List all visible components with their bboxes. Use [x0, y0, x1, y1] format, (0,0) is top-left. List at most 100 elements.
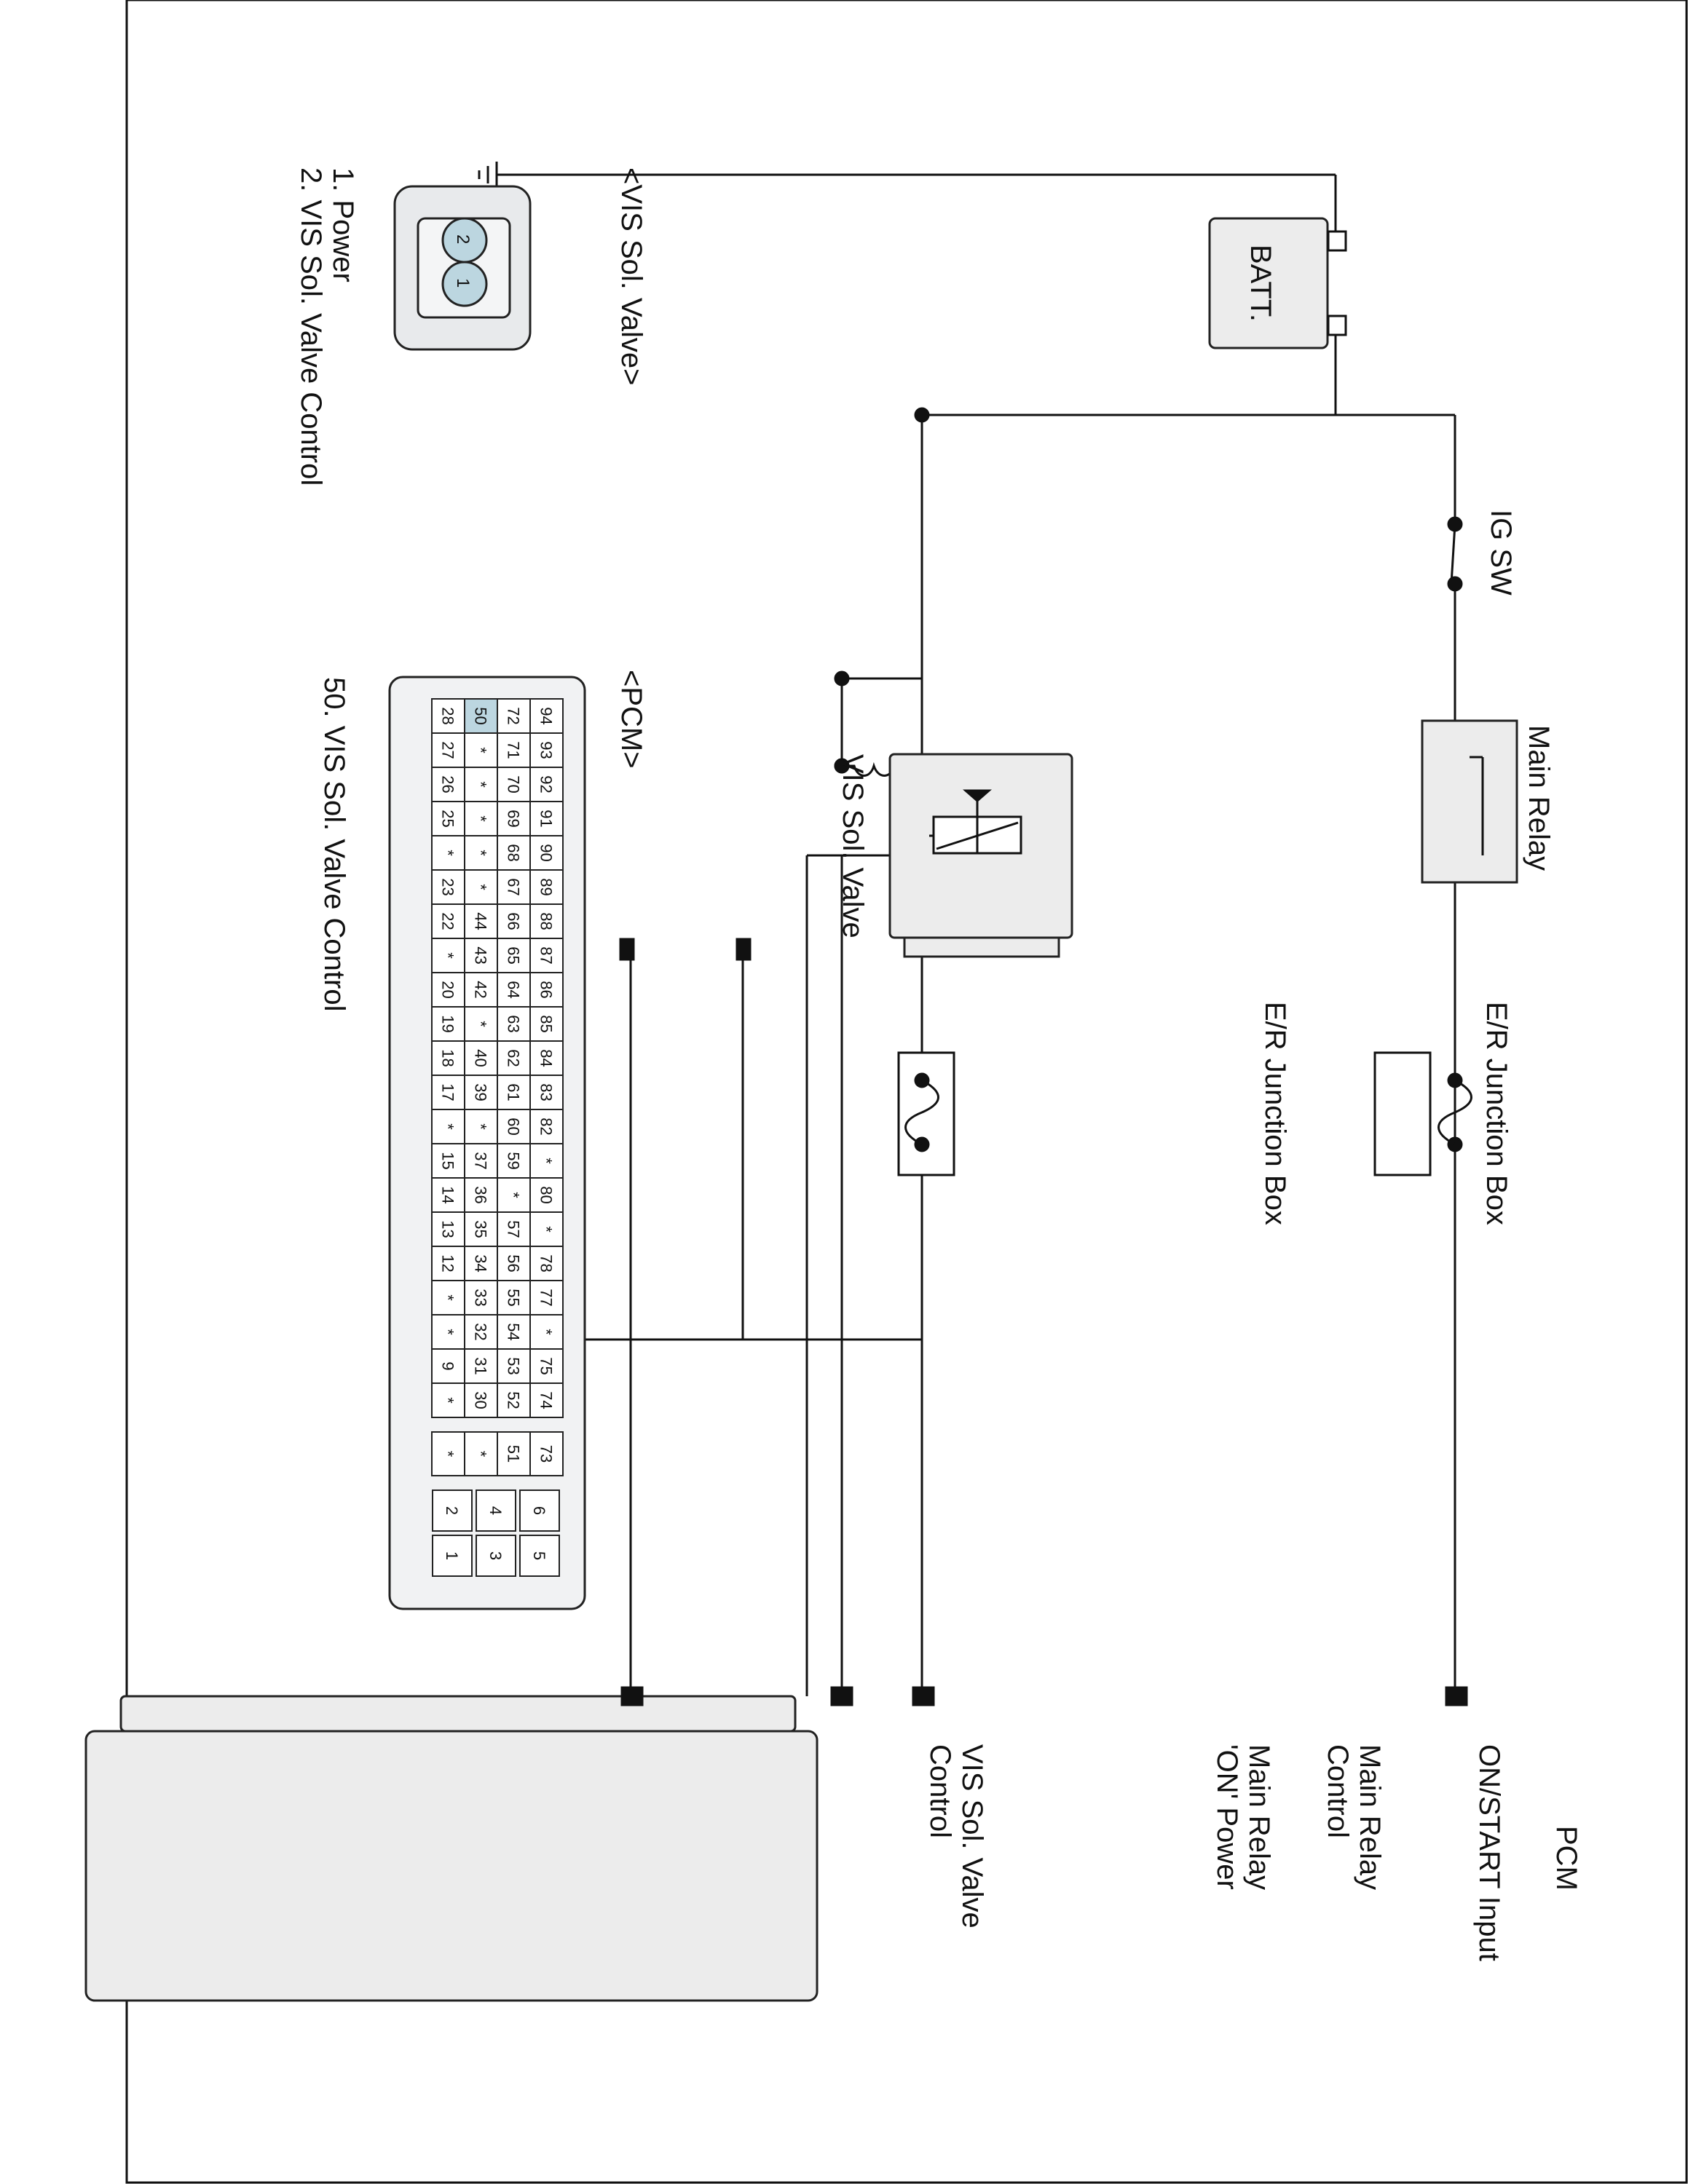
pcm-pin-label: 67 — [505, 878, 523, 895]
pcm-pin-label: 87 — [537, 946, 556, 964]
pcm-pin-label: 75 — [537, 1357, 556, 1374]
pcm-pin-label: * — [472, 884, 490, 890]
pcm-pin-label: 91 — [537, 810, 556, 827]
pcm-pin-label: 44 — [472, 912, 490, 930]
pcm-pin-label: 83 — [537, 1083, 556, 1101]
pcm-terminal-4a: VIS Sol. Valve — [956, 1744, 988, 1928]
batt-label: BATT. — [1245, 245, 1277, 322]
pcm-pin-label: 53 — [505, 1357, 523, 1374]
pcm-pin-label: * — [439, 1123, 457, 1130]
pcm-pin-label: 62 — [505, 1049, 523, 1067]
pcm-pin-label: 12 — [439, 1254, 457, 1272]
pcm-pin-label: 42 — [472, 981, 490, 998]
pcm-pin-label: 13 — [439, 1220, 457, 1238]
pcm-pin-label: 70 — [505, 775, 523, 793]
pcm-side-pin-label: 73 — [537, 1445, 556, 1463]
pcm-legend-1: 50. VIS Sol. Valve Control — [318, 677, 350, 1012]
pcm-terminal-3a: Main Relay — [1243, 1744, 1275, 1890]
pcm-pin-label: 84 — [537, 1049, 556, 1067]
pcm-pin-label: 93 — [537, 741, 556, 759]
valve-pin-label-2: 2 — [453, 234, 473, 244]
pcm-pin-label: 64 — [505, 981, 523, 998]
pcm-pin-label: 31 — [472, 1357, 490, 1374]
pcm-terminal-1: ON/START Input — [1473, 1744, 1505, 1961]
pcm-pin-label: 65 — [505, 946, 523, 964]
pcm-pin-label: * — [537, 1226, 556, 1233]
pcm-pin-label: 32 — [472, 1323, 490, 1340]
pcm-pin-label: 63 — [505, 1015, 523, 1032]
ig-sw-contact-2 — [1447, 576, 1463, 592]
pcm-pin-label: 30 — [472, 1391, 490, 1409]
pcm-pin-label: 28 — [439, 707, 457, 724]
pcm-power-pin-label: 3 — [486, 1551, 505, 1560]
pcm-pin-label: 89 — [537, 878, 556, 895]
pcm-pin-label: 20 — [439, 981, 457, 998]
pcm-pin-label: 50 — [472, 707, 490, 724]
main-relay-label: Main Relay — [1523, 725, 1555, 871]
pcm-pin-label: 18 — [439, 1049, 457, 1067]
vis-valve-label: VIS Sol. Valve — [837, 754, 869, 938]
main-relay-box — [1421, 719, 1518, 884]
pcm-pin-label: 78 — [537, 1254, 556, 1272]
pcm-pin-label: * — [537, 1158, 556, 1164]
pcm-pin-label: 40 — [472, 1049, 490, 1067]
pcm-pin-label: * — [472, 747, 490, 753]
pcm-pin-label: * — [472, 781, 490, 788]
pcm-pin-label: 23 — [439, 878, 457, 895]
pcm-pin-label: * — [472, 815, 490, 822]
pcm-pin-label: 71 — [505, 741, 523, 759]
pcm-side-pin-label: * — [439, 1451, 457, 1457]
pcm-pin-label: * — [505, 1192, 523, 1198]
valve-connector-title: <VIS Sol. Valve> — [615, 167, 647, 385]
pcm-pin-label: * — [537, 1329, 556, 1335]
valve-pin-label-1: 1 — [453, 278, 473, 288]
valve-legend-1: 1. Power — [327, 167, 359, 282]
pcm-pin-label: * — [472, 850, 490, 856]
ig-sw-label: IG SW — [1485, 510, 1517, 596]
pcm-pin-label: 9 — [439, 1361, 457, 1370]
pcm-pin-grid: 94939291908988878685848382*80*7877*75747… — [431, 698, 564, 1577]
pcm-pin-label: 54 — [505, 1323, 523, 1340]
pcm-pin-label: 14 — [439, 1186, 457, 1203]
battery-box — [1208, 217, 1329, 349]
pcm-pin-label: 92 — [537, 775, 556, 793]
pcm-pin-label: * — [472, 1021, 490, 1027]
pcm-pin-label: 35 — [472, 1220, 490, 1238]
pcm-pin-label: 33 — [472, 1289, 490, 1306]
pcm-pin-label: 43 — [472, 946, 490, 964]
pcm-pin-label: 26 — [439, 775, 457, 793]
pcm-pin-label: * — [439, 1329, 457, 1335]
pcm-power-pin-label: 5 — [530, 1551, 548, 1560]
pcm-title: PCM — [1550, 1826, 1582, 1891]
pcm-pin-label: 55 — [505, 1289, 523, 1306]
pcm-pin-label: 72 — [505, 707, 523, 724]
pcm-connector: <PCM> 94939291908988878685848382*80*7877… — [318, 670, 647, 1610]
pcm-power-pin-cell — [432, 1535, 473, 1577]
pcm-pin-label: 25 — [439, 810, 457, 827]
pcm-pin-label: 94 — [537, 707, 556, 724]
valve-connector: <VIS Sol. Valve> 1 2 1. Power 2. VIS Sol… — [295, 167, 647, 486]
ig-sw-contact-1 — [1447, 516, 1463, 532]
pcm-pin-label: 34 — [472, 1254, 490, 1272]
pcm-pin-label: 19 — [439, 1015, 457, 1032]
pcm-pin-label: 37 — [472, 1152, 490, 1169]
pcm-power-pin-label: 1 — [443, 1551, 461, 1560]
pcm-terminal-3b: 'ON' Power — [1211, 1744, 1243, 1890]
pcm-pin-label: 56 — [505, 1254, 523, 1272]
pcm-pin-label: 59 — [505, 1152, 523, 1169]
pcm-pin-label: 85 — [537, 1015, 556, 1032]
pcm-pin-label: 86 — [537, 981, 556, 998]
pcm-pin-cell — [431, 1382, 465, 1418]
pcm-pin-label: 22 — [439, 912, 457, 930]
pcm-box — [84, 1730, 819, 2002]
pcm-pin-label: 57 — [505, 1220, 523, 1238]
pcm-pin-label: 36 — [472, 1186, 490, 1203]
pcm-pin-label: 88 — [537, 912, 556, 930]
junction-box-2-label: E/R Junction Box — [1259, 1002, 1291, 1225]
schematic-labels: BATT. IG SW Main Relay E/R Junction Box … — [837, 245, 1582, 1961]
junction-box-1-label: E/R Junction Box — [1480, 1002, 1513, 1225]
pcm-power-pin-cell — [519, 1535, 560, 1577]
